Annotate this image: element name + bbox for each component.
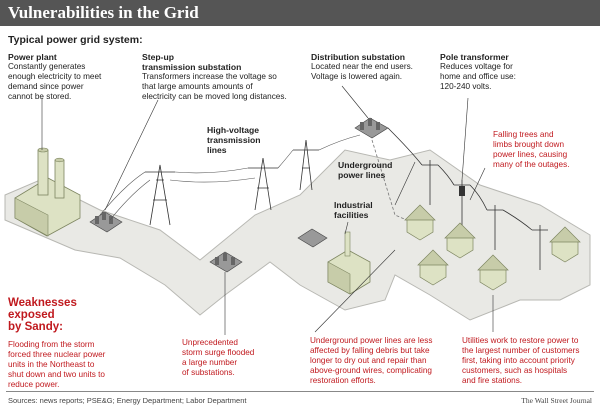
falling-trees-line-1: Falling trees and [493,130,554,139]
step-up-substation [89,211,123,233]
step-up-desc-3: electricity can be moved long distances. [142,92,287,101]
underground-note-line-4: above-ground wires, complicating [310,366,432,375]
house [404,204,436,241]
power-plant-label: Power plant Constantly generates enough … [8,52,128,102]
utilities-note-line-3: first, taking into account priority [462,356,575,365]
step-up-heading-2: transmission substation [142,62,242,72]
step-up-label: Step-up transmission substation Transfor… [142,52,307,102]
diagram-subtitle: Typical power grid system: [8,34,143,46]
utilities-note: Utilities work to restore power to the l… [462,336,598,386]
utilities-note-line-1: Utilities work to restore power to [462,336,579,345]
underground-note-line-1: Underground power lines are less [310,336,433,345]
house [549,226,581,263]
house [444,222,476,259]
storm-surge-line-2: storm surge flooded [182,348,255,357]
weaknesses-heading-3: by Sandy: [8,321,63,333]
hv-lines-line-1: High-voltage [207,125,260,135]
industrial-label: Industrial facilities [334,200,394,220]
industrial-line-2: facilities [334,210,369,220]
weaknesses-body: Flooding from the storm forced three nuc… [8,340,120,390]
underground-line-2: power lines [338,170,386,180]
storm-surge-line-4: of substations. [182,368,235,377]
power-plant-desc-3: demand since power [8,82,84,91]
pole-transformer [459,186,465,196]
transmission-towers [145,139,319,226]
utilities-note-line-4: customers, such as hospitals [462,366,568,375]
industrial-line-1: Industrial [334,200,373,210]
underground-note-line-2: affected by falling debris but take [310,346,430,355]
falling-trees-line-2: limbs brought down [493,140,564,149]
power-plant [14,147,81,237]
utilities-note-line-5: and fire stations. [462,376,523,385]
pole-transformer-label: Pole transformer Reduces voltage for hom… [440,52,550,92]
storm-surge-line-1: Unprecedented [182,338,238,347]
weaknesses-line-3: units in the Northeast to [8,360,95,369]
pole-transformer-desc-3: 120-240 volts. [440,82,492,91]
weaknesses-heading-1: Weaknesses [8,297,77,309]
step-up-desc-2: that large amounts amounts of [142,82,253,91]
sources-note: Sources: news reports; PSE&G; Energy Dep… [8,396,247,405]
publication-credit: The Wall Street Journal [521,396,592,405]
underground-note-line-5: restoration efforts. [310,376,376,385]
falling-trees-line-4: many of the outages. [493,160,570,169]
utilities-note-line-2: the largest number of customers [462,346,580,355]
weaknesses-line-1: Flooding from the storm [8,340,95,349]
house [417,249,449,286]
ground-terrain [4,149,591,321]
pole-transformer-desc-1: Reduces voltage for [440,62,513,71]
underground-line [371,139,431,231]
power-plant-heading: Power plant [8,52,57,62]
distribution-heading: Distribution substation [311,52,406,62]
pole-transformer-heading: Pole transformer [440,52,509,62]
weaknesses-line-2: forced three nuclear power [8,350,106,359]
falling-trees-line-3: power lines, causing [493,150,568,159]
storm-surge-note: Unprecedented storm surge flooded a larg… [182,338,282,378]
distribution-desc-2: Voltage is lowered again. [311,72,403,81]
hv-lines-label: High-voltage transmission lines [207,125,277,155]
grid-illustration [4,85,591,335]
underground-line-1: Underground [338,160,393,170]
power-plant-desc-2: enough electricity to meet [8,72,102,81]
power-plant-desc-4: cannot be stored. [8,92,72,101]
flooded-substations [209,251,243,273]
underground-note: Underground power lines are less affecte… [310,336,460,386]
title-bar: Vulnerabilities in the Grid [0,0,600,26]
weaknesses-line-4: shut down and two units to [8,370,105,379]
step-up-desc-1: Transformers increase the voltage so [142,72,277,81]
power-plant-desc-1: Constantly generates [8,62,86,71]
houses [404,204,581,291]
underground-note-line-3: longer to dry out and repair than [310,356,427,365]
hv-lines-line-2: transmission [207,135,261,145]
weaknesses-line-5: reduce power. [8,380,60,389]
storm-surge-line-3: a large number [182,358,238,367]
distribution-label: Distribution substation Located near the… [311,52,431,82]
pole-transformer-desc-2: home and office use: [440,72,516,81]
footer-divider [6,391,594,392]
distribution-poles [387,127,548,270]
falling-trees-note: Falling trees and limbs brought down pow… [493,130,598,170]
industrial-facility [297,228,371,295]
page-title: Vulnerabilities in the Grid [8,3,199,22]
distribution-desc-1: Located near the end users. [311,62,413,71]
house [477,254,509,291]
hv-lines-line-3: lines [207,145,227,155]
underground-label: Underground power lines [338,160,408,180]
weaknesses-heading: Weaknesses exposed by Sandy: [8,297,77,333]
weaknesses-heading-2: exposed [8,309,55,321]
step-up-heading-1: Step-up [142,52,174,62]
transmission-lines [99,134,361,221]
leader-lines [41,85,494,335]
